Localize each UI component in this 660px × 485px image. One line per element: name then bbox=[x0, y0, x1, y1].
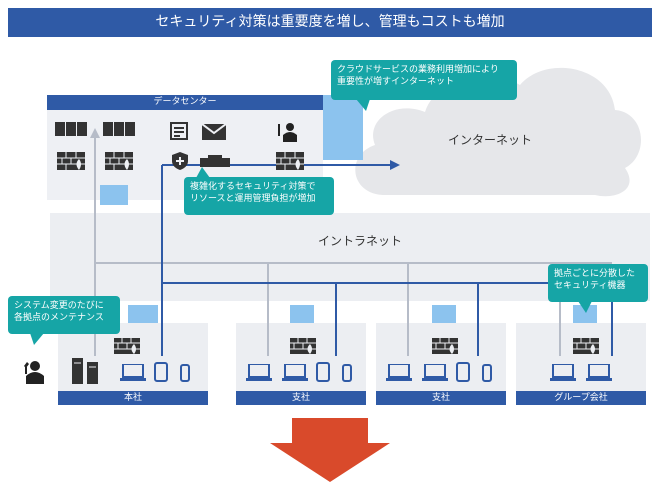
callout-complex-security: 複雑化するセキュリティ対策で リソースと運用管理負担が増加 bbox=[184, 177, 334, 215]
callout-line: セキュリティ機器 bbox=[554, 281, 626, 291]
smartphone-icon bbox=[342, 364, 352, 382]
callout-line: システム変更のたびに bbox=[14, 301, 104, 311]
firewall-icon bbox=[432, 338, 458, 354]
callout-line: 拠点ごとに分散した bbox=[554, 269, 636, 279]
intranet-label: イントラネット bbox=[317, 234, 402, 248]
laptop-icon bbox=[120, 364, 146, 381]
callout-line: クラウドサービスの業務利用増加により bbox=[337, 65, 499, 75]
callout-line: 各拠点のメンテナンス bbox=[14, 313, 104, 323]
firewall-icon bbox=[276, 152, 304, 170]
smartphone-icon bbox=[482, 364, 492, 382]
firewall-icon bbox=[573, 338, 599, 354]
bandwidth-block bbox=[323, 95, 363, 160]
callout-pointer bbox=[578, 301, 592, 313]
laptop-icon bbox=[586, 364, 612, 381]
admin-user-icon bbox=[278, 123, 297, 142]
smartphone-icon bbox=[180, 364, 190, 382]
callout-pointer bbox=[30, 333, 44, 345]
internet-cloud bbox=[355, 67, 642, 197]
site-label-group-company: グループ会社 bbox=[516, 391, 646, 405]
admin-user-icon bbox=[24, 361, 44, 384]
mail-icon bbox=[202, 124, 226, 140]
laptop-icon bbox=[282, 364, 308, 381]
laptop-icon bbox=[246, 364, 272, 381]
bandwidth-block bbox=[432, 305, 456, 323]
bandwidth-block bbox=[573, 305, 597, 323]
firewall-icon bbox=[105, 152, 133, 170]
callout-pointer bbox=[356, 99, 370, 111]
server-rack-icon bbox=[103, 122, 135, 136]
bandwidth-block bbox=[100, 185, 128, 205]
tablet-icon bbox=[316, 362, 330, 382]
callout-maintenance: システム変更のたびに 各拠点のメンテナンス bbox=[8, 296, 120, 334]
laptop-icon bbox=[386, 364, 412, 381]
callout-pointer bbox=[196, 167, 210, 178]
document-icon bbox=[170, 122, 188, 140]
laptop-icon bbox=[422, 364, 448, 381]
bandwidth-block bbox=[128, 305, 158, 323]
site-label-headquarters: 本社 bbox=[58, 391, 208, 405]
shield-icon bbox=[172, 152, 188, 170]
tower-server-icon bbox=[72, 358, 98, 384]
internet-label: インターネット bbox=[447, 133, 532, 147]
site-label-branch-2: 支社 bbox=[376, 391, 506, 405]
firewall-icon bbox=[290, 338, 316, 354]
router-icon bbox=[200, 155, 230, 167]
server-rack-icon bbox=[55, 122, 87, 136]
callout-line: 複雑化するセキュリティ対策で bbox=[190, 182, 316, 192]
laptop-icon bbox=[550, 364, 576, 381]
bandwidth-block bbox=[290, 305, 314, 323]
firewall-icon bbox=[114, 338, 140, 354]
callout-distributed-devices: 拠点ごとに分散した セキュリティ機器 bbox=[548, 264, 648, 302]
firewall-icon bbox=[57, 152, 85, 170]
callout-cloud-growth: クラウドサービスの業務利用増加により 重要性が増すインターネット bbox=[331, 60, 517, 100]
tablet-icon bbox=[456, 362, 470, 382]
tablet-icon bbox=[154, 362, 168, 382]
callout-line: 重要性が増すインターネット bbox=[337, 77, 455, 87]
datacenter-title: データセンター bbox=[47, 95, 323, 110]
site-label-branch-1: 支社 bbox=[236, 391, 366, 405]
page-title-banner: セキュリティ対策は重要度を増し、管理もコストも増加 bbox=[8, 8, 652, 37]
callout-line: リソースと運用管理負担が増加 bbox=[190, 194, 316, 204]
